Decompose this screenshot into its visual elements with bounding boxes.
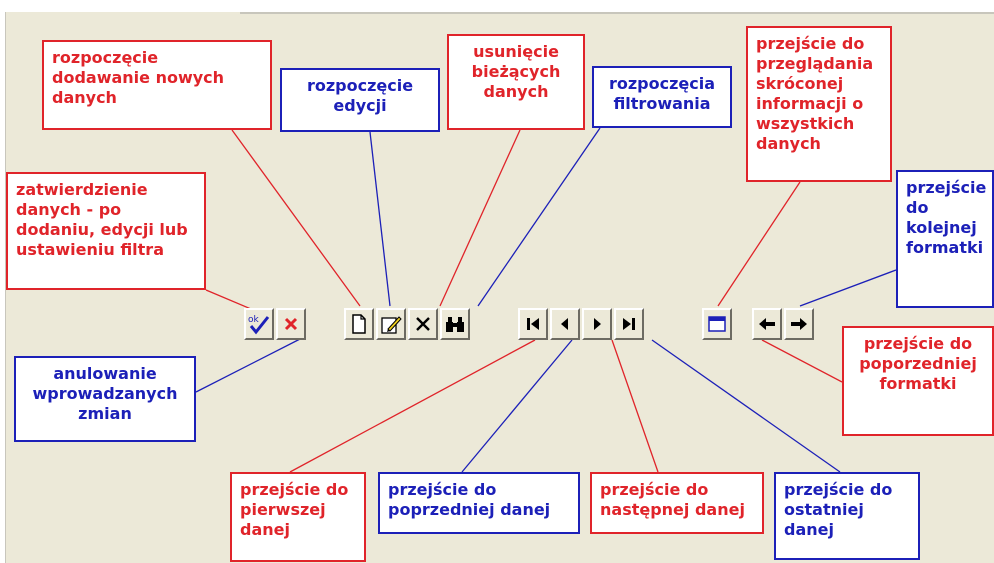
label-edit: rozpoczęcie edycji: [280, 68, 440, 132]
cancel-x-icon: [284, 317, 298, 331]
toolbar-confirm-group: ok: [244, 308, 306, 340]
leader-cancel: [195, 337, 303, 393]
edit-pencil-icon: [381, 316, 402, 334]
new-document-icon: [352, 314, 366, 334]
leader-next: [611, 339, 659, 473]
toolbar-form-group: [752, 308, 814, 340]
label-next-form: przejście do kolejnej formatki: [896, 170, 994, 308]
label-next: przejście do następnej danej: [590, 472, 764, 534]
prev-form-button[interactable]: [752, 308, 782, 340]
leader-prev-form: [761, 339, 843, 383]
leader-last: [651, 339, 841, 473]
delete-button[interactable]: [408, 308, 438, 340]
leader-edit: [369, 131, 391, 307]
last-record-button[interactable]: [614, 308, 644, 340]
leader-first: [289, 339, 536, 473]
edit-button[interactable]: [376, 308, 406, 340]
confirm-button[interactable]: ok: [244, 308, 274, 340]
toolbar-navigation-group: [518, 308, 644, 340]
last-record-icon: [623, 318, 635, 330]
next-record-icon: [594, 318, 601, 330]
label-filter: rozpoczęcia filtrowania: [592, 66, 732, 128]
filter-button[interactable]: [440, 308, 470, 340]
leader-delete: [439, 129, 521, 307]
top-strip: [0, 0, 994, 12]
label-delete: usunięcie bieżących danych: [447, 34, 585, 130]
label-first: przejście do pierwszej danej: [230, 472, 366, 562]
leader-summary: [717, 181, 801, 307]
label-new: rozpoczęcie dodawanie nowych danych: [42, 40, 272, 130]
prev-record-button[interactable]: [550, 308, 580, 340]
summary-button[interactable]: [702, 308, 732, 340]
first-record-button[interactable]: [518, 308, 548, 340]
label-cancel: anulowanie wprowadzanych zmian: [14, 356, 196, 442]
label-prev-form: przejście do poporzedniej formatki: [842, 326, 994, 436]
leader-next-form: [799, 269, 897, 307]
arrow-right-icon: [791, 318, 807, 330]
leader-new: [231, 129, 361, 307]
next-record-button[interactable]: [582, 308, 612, 340]
label-prev: przejście do poprzedniej danej: [378, 472, 580, 534]
label-summary: przejście do przeglądania skróconej info…: [746, 26, 892, 182]
binoculars-icon: [446, 317, 464, 332]
ok-check-icon: ok: [248, 315, 270, 335]
left-border: [5, 12, 6, 563]
top-border: [240, 12, 994, 14]
new-button[interactable]: [344, 308, 374, 340]
toolbar-edit-group: [344, 308, 470, 340]
next-form-button[interactable]: [784, 308, 814, 340]
leader-filter: [477, 127, 601, 307]
leader-prev: [461, 339, 573, 473]
label-last: przejście do ostatniej danej: [774, 472, 920, 560]
label-confirm: zatwierdzienie danych - po dodaniu, edyc…: [6, 172, 206, 290]
ok-glyph: ok: [248, 315, 260, 325]
arrow-left-icon: [759, 318, 775, 330]
delete-x-icon: [416, 317, 430, 331]
cancel-button[interactable]: [276, 308, 306, 340]
prev-record-icon: [561, 318, 568, 330]
toolbar-summary-group: [702, 308, 732, 340]
grid-window-icon: [708, 316, 726, 332]
first-record-icon: [527, 318, 539, 330]
